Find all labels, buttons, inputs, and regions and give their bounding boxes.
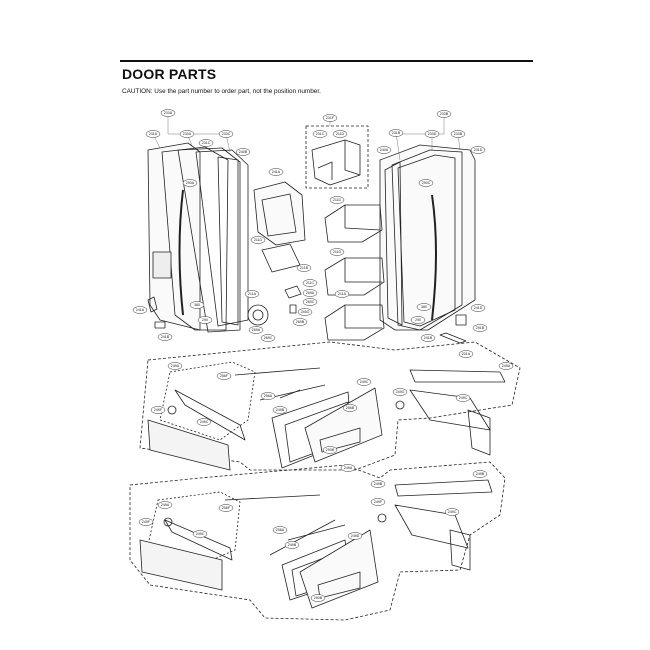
svg-text:231F: 231F	[326, 116, 335, 120]
svg-text:290: 290	[415, 318, 421, 322]
svg-text:290C: 290C	[422, 181, 431, 185]
svg-text:241A: 241A	[136, 308, 145, 312]
svg-text:290A: 290A	[186, 181, 195, 185]
svg-text:249B: 249B	[476, 472, 485, 476]
svg-text:249B: 249B	[288, 543, 297, 547]
svg-text:233B: 233B	[454, 132, 463, 136]
svg-text:290B: 290B	[326, 448, 335, 452]
svg-text:231C: 231C	[316, 132, 325, 136]
page-title: DOOR PARTS	[122, 66, 217, 82]
svg-text:380: 380	[421, 305, 427, 309]
left-door-assembly	[147, 142, 249, 333]
svg-text:256F: 256F	[222, 506, 231, 510]
svg-text:233C: 233C	[222, 132, 231, 136]
svg-text:249C: 249C	[360, 380, 369, 384]
svg-text:211C: 211C	[306, 281, 315, 285]
svg-text:249B: 249B	[374, 482, 383, 486]
svg-text:211B: 211B	[300, 266, 309, 270]
svg-text:211D: 211D	[336, 132, 345, 136]
svg-text:211D: 211D	[254, 238, 263, 242]
svg-text:211D: 211D	[333, 198, 342, 202]
svg-text:249F: 249F	[154, 408, 163, 412]
svg-text:241A: 241A	[272, 170, 281, 174]
svg-text:249C: 249C	[459, 396, 468, 400]
svg-text:269B: 269B	[296, 320, 305, 324]
svg-text:290B: 290B	[314, 596, 323, 600]
svg-text:249C: 249C	[448, 510, 457, 514]
svg-text:249F: 249F	[142, 520, 151, 524]
svg-text:249D: 249D	[351, 534, 360, 538]
svg-text:241B: 241B	[161, 335, 170, 339]
svg-text:256F: 256F	[220, 374, 229, 378]
svg-text:233B: 233B	[440, 112, 449, 116]
svg-text:269C: 269C	[264, 336, 273, 340]
svg-text:269A: 269A	[306, 291, 315, 295]
svg-text:201A: 201A	[462, 352, 471, 356]
gallon-bin-group-box	[305, 125, 369, 189]
svg-text:249G: 249G	[396, 390, 405, 394]
svg-text:211D: 211D	[333, 250, 342, 254]
svg-text:256A: 256A	[276, 528, 285, 532]
svg-text:290: 290	[202, 318, 208, 322]
svg-text:249A: 249A	[161, 503, 170, 507]
svg-text:269A: 269A	[252, 328, 261, 332]
svg-text:231C: 231C	[202, 141, 211, 145]
svg-text:249C: 249C	[196, 532, 205, 536]
svg-text:249A: 249A	[344, 466, 353, 470]
title-rule	[120, 60, 533, 62]
svg-text:249B: 249B	[276, 408, 285, 412]
svg-text:291B: 291B	[476, 326, 485, 330]
svg-text:380: 380	[194, 303, 200, 307]
right-door-assembly	[379, 144, 476, 344]
lower-drawer-group-outline	[129, 461, 506, 621]
svg-text:211A: 211A	[248, 292, 257, 296]
door-bins	[324, 204, 385, 341]
part-callouts: 233A 231A 233A 233C 231C 240B 290A 231F …	[132, 109, 514, 602]
caution-note: CAUTION: Use the part number to order pa…	[122, 88, 321, 95]
svg-text:249C: 249C	[200, 420, 209, 424]
svg-text:256A: 256A	[264, 394, 273, 398]
svg-text:269C: 269C	[306, 300, 315, 304]
svg-text:256B: 256B	[346, 406, 355, 410]
upper-drawer-group-outline	[139, 341, 521, 471]
svg-text:211A: 211A	[338, 292, 347, 296]
svg-text:249F: 249F	[374, 500, 383, 504]
svg-text:241D: 241D	[474, 306, 483, 310]
svg-text:249A: 249A	[502, 364, 511, 368]
svg-text:240B: 240B	[239, 150, 248, 154]
svg-text:240A: 240A	[380, 148, 389, 152]
svg-text:233A: 233A	[164, 111, 173, 115]
svg-text:231B: 231B	[392, 131, 401, 135]
svg-text:245G: 245G	[301, 310, 310, 314]
svg-text:233D: 233D	[428, 132, 437, 136]
svg-text:249A: 249A	[171, 364, 180, 368]
svg-text:231A: 231A	[149, 132, 158, 136]
svg-text:231D: 231D	[474, 148, 483, 152]
svg-text:241B: 241B	[424, 336, 433, 340]
svg-text:233A: 233A	[183, 132, 192, 136]
